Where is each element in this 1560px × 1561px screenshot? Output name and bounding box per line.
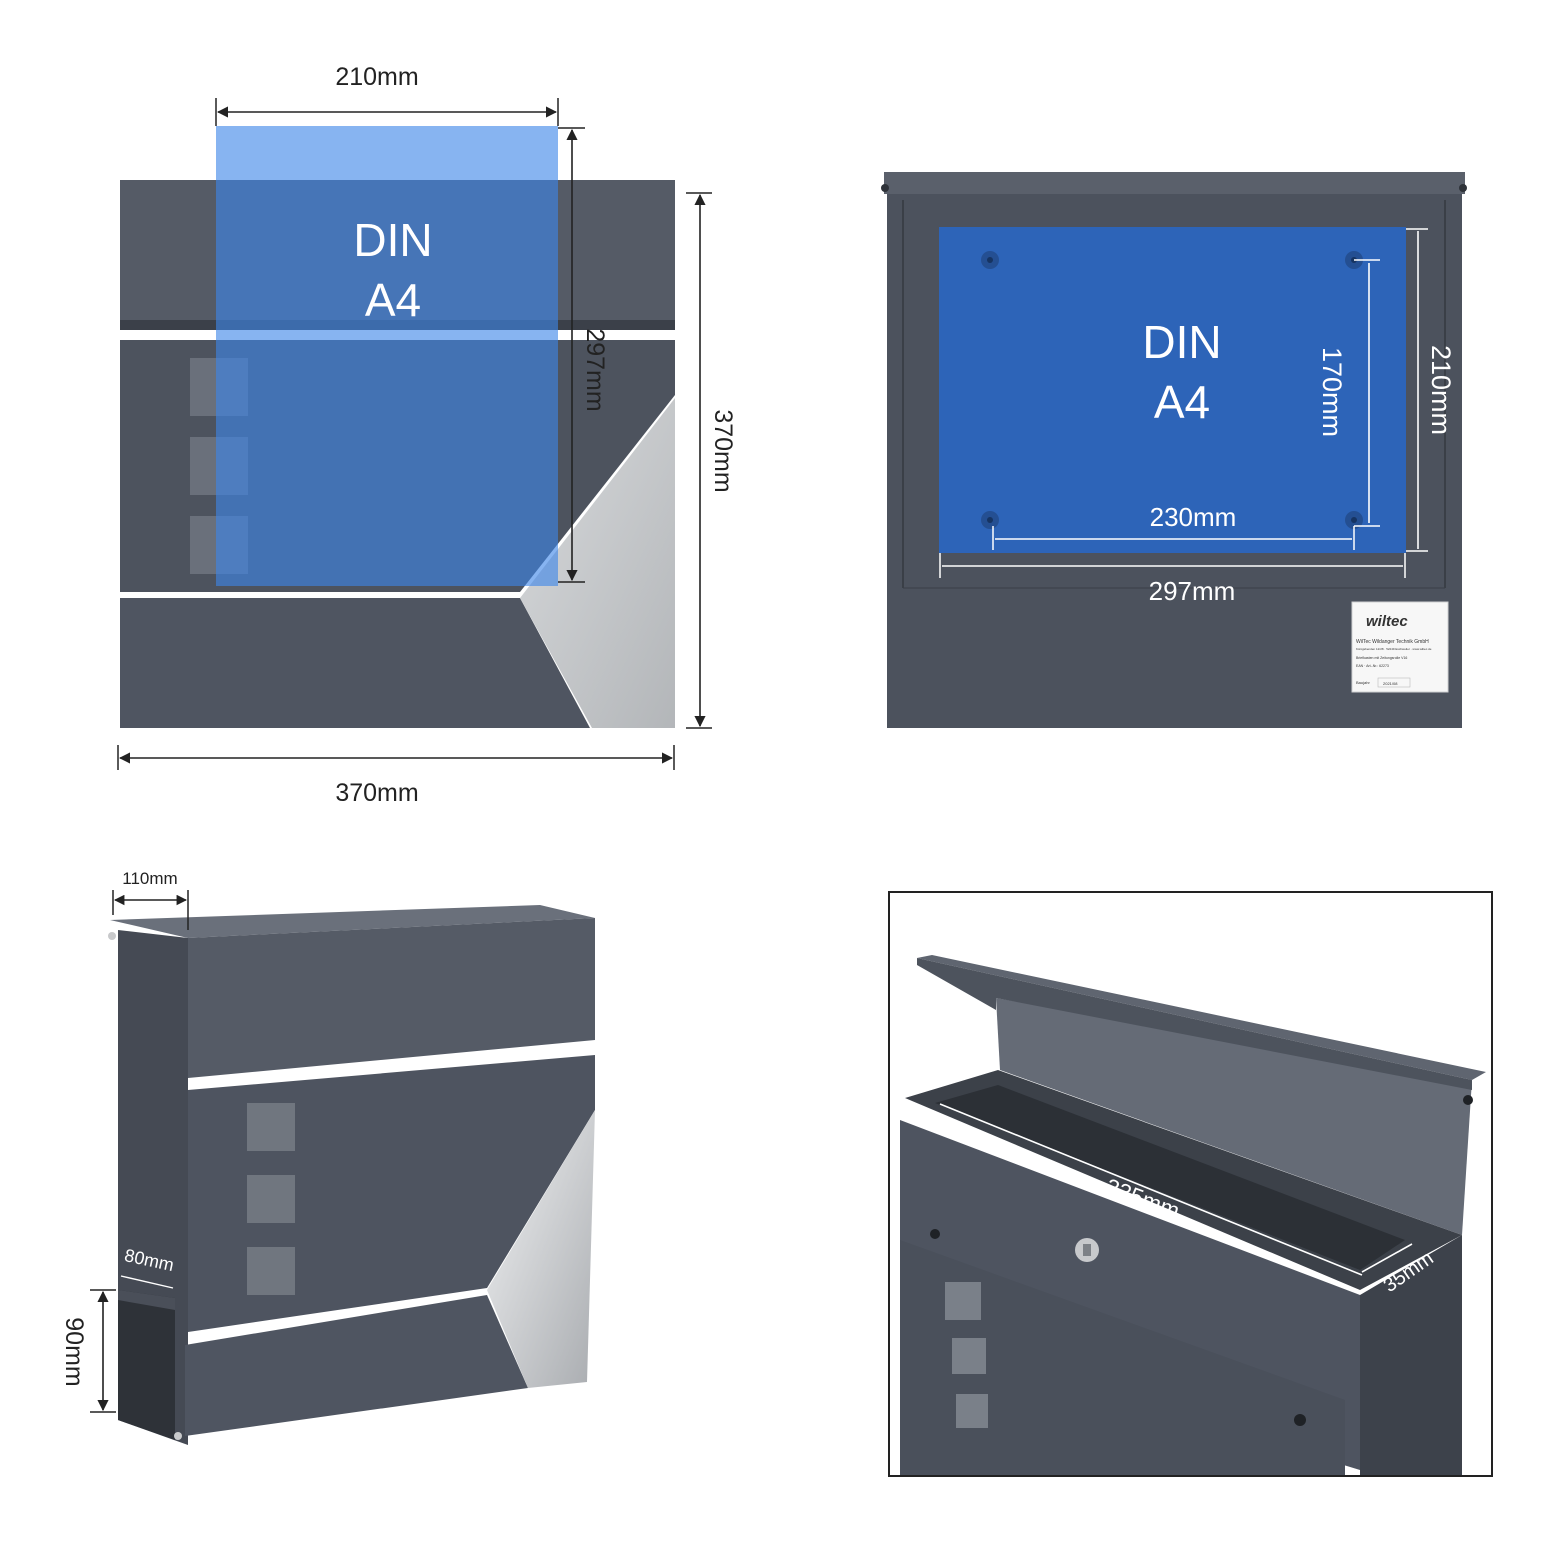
screw <box>1463 1095 1473 1105</box>
a4-overlay <box>216 126 558 586</box>
sticker-brand: wiltec <box>1366 613 1408 630</box>
mount-hole-center <box>1351 517 1357 523</box>
dim-line-35 <box>1361 1243 1413 1273</box>
product-sticker: wiltec WilTec Wildanger Technik GmbH Kön… <box>1351 601 1449 693</box>
lock-keyhole <box>1083 1244 1091 1256</box>
front-view: DIN A4 210mm 297mm 370mm 370mm <box>117 63 737 807</box>
mail-slot-cavity <box>935 1085 1405 1270</box>
dim-line-335 <box>939 1103 1363 1276</box>
roll-lip <box>118 1290 175 1310</box>
din-label-line1: DIN <box>353 214 432 266</box>
lid-front <box>188 918 595 1078</box>
sticker-year-box <box>1377 677 1411 688</box>
screw <box>108 932 116 940</box>
dim-label-297-back: 297mm <box>1149 576 1236 606</box>
window-open-1 <box>945 1282 981 1320</box>
dim-label-210: 210mm <box>335 63 418 91</box>
open-lid-top <box>917 955 1486 1080</box>
steel-accent <box>520 398 675 728</box>
din-label-back-line2: A4 <box>1154 376 1210 428</box>
window-open-2 <box>952 1338 986 1374</box>
open-lid-inner <box>996 998 1472 1235</box>
sticker-bg <box>1351 601 1449 693</box>
sticker-year-value: 2021/08 <box>1383 681 1398 686</box>
bottom-front <box>185 1295 528 1436</box>
din-label-back-line1: DIN <box>1142 316 1221 368</box>
sticker-year-label: Baujahr <box>1356 680 1370 685</box>
dim-label-230: 230mm <box>1150 502 1237 532</box>
window-open-3 <box>956 1394 988 1428</box>
dim-label-370-height: 370mm <box>709 409 737 492</box>
open-view: 335mm 35mm <box>888 891 1493 1477</box>
a4-overlay-back <box>939 227 1406 553</box>
screw <box>930 1229 940 1239</box>
dim-label-297: 297mm <box>581 328 609 411</box>
rivet <box>1459 184 1467 192</box>
newspaper-roll-opening <box>118 1290 175 1440</box>
steel-accent-3d <box>487 1110 595 1388</box>
box-right-side <box>1360 1235 1462 1475</box>
mount-hole-center <box>987 257 993 263</box>
screw <box>1294 1414 1306 1426</box>
window-3d-3 <box>247 1247 295 1295</box>
side-view: 110mm 80mm 90mm <box>60 869 595 1445</box>
window-3d-2 <box>247 1175 295 1223</box>
dim-label-170: 170mm <box>1317 347 1347 437</box>
dim-label-370-width: 370mm <box>335 779 418 807</box>
window-3d-1 <box>247 1103 295 1151</box>
din-label-line2: A4 <box>365 274 421 326</box>
rivet <box>881 184 889 192</box>
dim-label-210-back: 210mm <box>1426 345 1456 435</box>
box-front-door <box>900 1240 1345 1475</box>
back-top-lip <box>884 172 1465 194</box>
sticker-product: Briefkasten mit Zeitungsrolle V16 <box>1356 656 1407 660</box>
mount-hole-center <box>987 517 993 523</box>
dim-label-110: 110mm <box>122 869 177 888</box>
top-face <box>110 905 595 938</box>
lid-edge <box>917 958 1472 1090</box>
front-bottom-panel <box>120 598 590 728</box>
sticker-article: EAN · Art.-Nr.: 62273 <box>1356 664 1389 668</box>
screw <box>174 1432 182 1440</box>
sticker-address: Königsbenden 12/28 · 52249 Eschweiler · … <box>1356 647 1432 651</box>
back-view: DIN A4 170mm 210mm 230mm 297mm wiltec Wi… <box>881 172 1467 728</box>
dim-label-90: 90mm <box>60 1317 88 1386</box>
dim-line-80 <box>120 1275 174 1289</box>
sticker-company: WilTec Wildanger Technik GmbH <box>1356 639 1429 645</box>
